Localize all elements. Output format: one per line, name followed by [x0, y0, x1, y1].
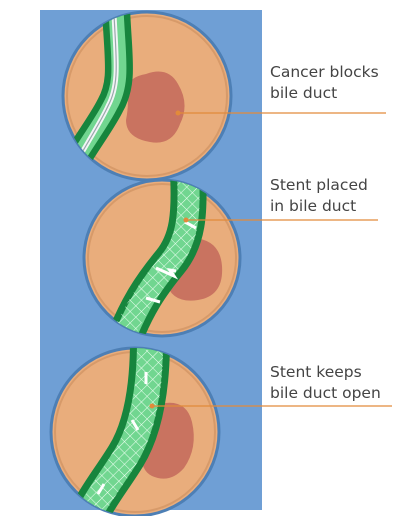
step-2-caption: Stent placed in bile duct	[270, 175, 394, 217]
step-2-caption-line-2: in bile duct	[270, 196, 394, 217]
step-1-caption: Cancer blocks bile duct	[270, 62, 394, 104]
step-1-caption-line-2: bile duct	[270, 83, 394, 104]
tumor-mass	[126, 72, 185, 143]
step-3-caption-line-1: Stent keeps	[270, 362, 394, 383]
step-2-caption-line-1: Stent placed	[270, 175, 394, 196]
step-1-blocked-duct-illustration	[56, 8, 386, 200]
step-1-caption-line-1: Cancer blocks	[270, 62, 394, 83]
step-3-caption-line-2: bile duct open	[270, 383, 394, 404]
step-3-caption: Stent keeps bile duct open	[270, 362, 394, 404]
